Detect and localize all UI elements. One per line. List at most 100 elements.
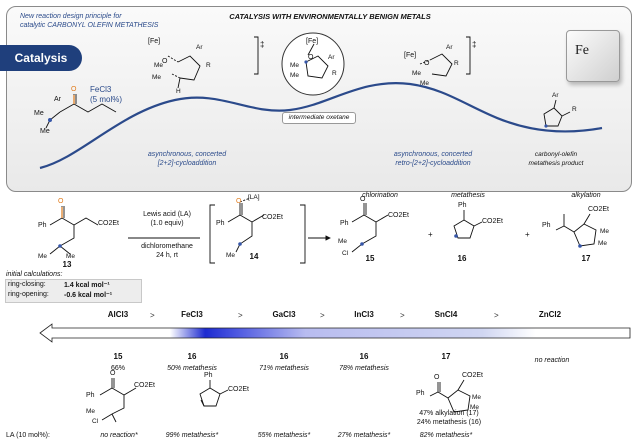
atom-o-oxetane: O <box>308 54 314 61</box>
atom-o-13: O <box>58 198 64 205</box>
acid-gacl3: GaCl3 <box>272 310 296 319</box>
label-14: 14 <box>249 252 259 261</box>
atom-h-ts1: H <box>176 88 181 95</box>
compound-13-structure <box>49 206 99 255</box>
atom-me-ts1-1: Me <box>154 62 164 69</box>
la-label-14: [LA] <box>248 194 260 201</box>
atom-o-14: O <box>236 198 242 205</box>
conditions-4: 24 h, rt <box>156 252 178 259</box>
result-2-compound: 16 <box>187 352 197 361</box>
atom-me-b17-2: Me <box>470 404 480 411</box>
separator-2: > <box>238 311 243 320</box>
label-13: 13 <box>62 260 72 269</box>
conditions-1: Lewis acid (LA) <box>143 211 191 218</box>
result-6-text: no reaction <box>534 357 570 364</box>
alkylation-result-2: 24% metathesis (16) <box>416 419 482 426</box>
ts2-structure <box>419 36 471 77</box>
atom-o-ts1: O <box>162 58 168 65</box>
caption-retro-2: retro-[2+2]-cycloaddition <box>395 160 471 167</box>
bracket-left <box>209 204 215 264</box>
atom-ph-b16: Ph <box>204 372 213 379</box>
oxetane-structure <box>305 43 329 79</box>
design-principle-text: New reaction design principle for cataly… <box>20 12 158 30</box>
oxetane-caption: intermediate oxetane <box>282 112 356 124</box>
compound-14-structure <box>227 197 265 253</box>
ts1-structure <box>167 36 259 89</box>
atom-ar-product: Ar <box>552 92 559 99</box>
atom-me-oxetane-1: Me <box>290 62 300 69</box>
label-15: 15 <box>365 254 375 263</box>
compound-15-structure <box>351 203 389 253</box>
result-5-compound: 17 <box>441 352 451 361</box>
atom-co2et-b15: CO2Et <box>134 382 156 389</box>
atom-ph-b15: Ph <box>86 392 95 399</box>
calc-row-2-value: -0.6 kcal mol⁻¹ <box>64 292 113 299</box>
atom-me-oxetane-2: Me <box>290 72 300 79</box>
footer-value-3: 55% metathesis* <box>257 432 311 439</box>
separator-1: > <box>150 311 155 320</box>
caption-product: carbonyl-olefin metathesis product <box>516 150 596 168</box>
atom-co2et-b16: CO2Et <box>228 386 250 393</box>
footer-value-4: 27% metathesis* <box>337 432 391 439</box>
atom-me-ts2-1: Me <box>412 70 422 77</box>
atom-o-ts2: O <box>424 60 430 67</box>
atom-me-ts2-2: Me <box>420 80 430 87</box>
footer-value-2: 99% metathesis* <box>165 432 219 439</box>
atom-me-13-2: Me <box>66 253 76 260</box>
atom-o-b17: O <box>434 374 440 381</box>
fe-label-oxetane: [Fe] <box>306 38 319 45</box>
separator-4: > <box>400 311 405 320</box>
calc-row-1-label: ring-closing: <box>8 281 46 288</box>
bracket-right <box>300 204 306 264</box>
fe-label-ts1: [Fe] <box>148 38 161 45</box>
lewis-acid-trend-arrow <box>39 323 631 343</box>
plus-1: + <box>428 230 433 239</box>
atom-o-top: O <box>71 86 77 93</box>
header-alkylation: alkylation <box>571 192 601 199</box>
atom-ph-13: Ph <box>38 222 47 229</box>
alkylation-result-1: 47% alkylation (17) <box>419 410 479 417</box>
acid-fecl3: FeCl3 <box>181 310 203 319</box>
atom-ar-top: Ar <box>54 96 61 103</box>
caption-retro: asynchronous, concerted retro-[2+2]-cycl… <box>378 150 488 168</box>
catalysis-tab: Catalysis <box>0 45 82 71</box>
separator-5: > <box>494 311 499 320</box>
plus-2: + <box>525 230 530 239</box>
atom-ar-ts1: Ar <box>196 44 203 51</box>
design-principle-line-2: catalytic CARBONYL OLEFIN METATHESIS <box>20 22 159 29</box>
header-metathesis: metathesis <box>451 192 485 199</box>
calc-box <box>5 279 142 303</box>
atom-o-15: O <box>360 196 366 203</box>
atom-me-b15: Me <box>86 408 96 415</box>
bottom-16-structure <box>199 380 229 407</box>
iron-cube-symbol: Fe <box>575 43 589 58</box>
catalyst-loading: (5 mol%) <box>90 95 123 104</box>
label-16: 16 <box>457 254 467 263</box>
footer-value-5: 82% metathesis* <box>419 432 473 439</box>
acid-zncl2: ZnCl2 <box>538 310 562 319</box>
result-1-compound: 15 <box>113 352 123 361</box>
result-3-text: 71% metathesis <box>259 365 309 372</box>
acid-incl3: InCl3 <box>354 310 374 319</box>
compound-17-structure <box>555 213 597 247</box>
atom-me-17-1: Me <box>600 228 610 235</box>
atom-cl-b15: Cl <box>92 418 99 425</box>
caption-cycloaddition-1: asynchronous, concerted <box>147 151 227 158</box>
atom-ar-oxetane: Ar <box>328 54 335 61</box>
design-principle-line-1: New reaction design principle for <box>20 13 122 20</box>
separator-3: > <box>320 311 325 320</box>
conditions-upper: Lewis acid (LA) (1.0 equiv) <box>128 210 206 228</box>
atom-me-13-1: Me <box>38 253 48 260</box>
oxetane-circle <box>281 32 345 96</box>
product-top-structure <box>543 99 571 127</box>
calc-title: initial calculations: <box>6 271 63 278</box>
result-1-text: 66% <box>110 365 125 372</box>
footer-label: LA (10 mol%): <box>6 432 50 439</box>
atom-me-15: Me <box>338 238 348 245</box>
catalyst-name: FeCl3 <box>90 85 112 94</box>
atom-ph-14: Ph <box>216 220 225 227</box>
ts2-mark: ‡ <box>472 40 477 49</box>
atom-me-17-2: Me <box>598 240 608 247</box>
panel-title: CATALYSIS WITH ENVIRONMENTALLY BENIGN ME… <box>229 12 431 21</box>
